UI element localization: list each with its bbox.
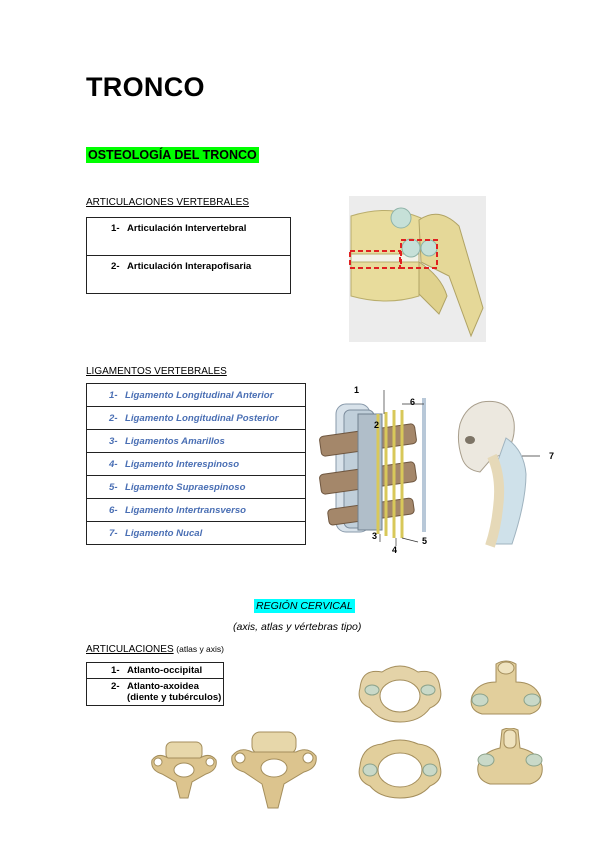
articulaciones-cervical-table: 1- Atlanto-occipital 2- Atlanto-axoidea(di… [86,662,224,706]
ligament-label-1: 1 [354,385,360,395]
row-label: Ligamento Longitudinal Anterior [125,390,274,401]
atlas-inferior-image [358,739,442,799]
table-row: 6- Ligamento Intertransverso [86,498,306,522]
region-cervical-title: REGIÓN CERVICAL [254,599,355,613]
table-row: 1- Articulación Intervertebral [86,217,291,256]
row-label-continuation: (diente y tubérculos) [127,692,222,703]
table-row: 1- Ligamento Longitudinal Anterior [86,383,306,407]
ligaments-diagram [319,390,426,546]
row-label: Ligamento Nucal [125,528,203,539]
cervical-vertebra-image-1 [151,741,217,799]
table-row: 1- Atlanto-occipital [86,662,224,679]
ligament-label-2: 2 [374,420,380,430]
page-title: TRONCO [86,72,205,102]
heading-articulaciones-vertebrales: ARTICULACIONES VERTEBRALES [86,197,250,208]
ligament-label-5: 5 [422,536,428,546]
atlas-superior-image [358,665,442,723]
row-number: 5- [109,482,118,493]
ligament-label-7: 7 [549,451,555,461]
articulaciones-vertebrales-table: 1- Articulación Intervertebral 2- Articula… [86,217,291,294]
row-label: Ligamento Supraespinoso [125,482,246,493]
region-cervical-subtitle: (axis, atlas y vértebras tipo) [233,621,362,633]
articulaciones-note: (atlas y axis) [176,644,225,654]
table-row: 2- Ligamento Longitudinal Posterior [86,406,306,430]
ligament-label-3: 3 [372,531,378,541]
row-number: 7- [109,528,118,539]
row-number: 1- [111,223,120,234]
table-row: 5- Ligamento Supraespinoso [86,475,306,499]
row-number: 3- [109,436,118,447]
axis-anterior-image [477,728,543,785]
cervical-vertebra-image-2 [231,731,317,809]
section-heading-osteologia: OSTEOLOGÍA DEL TRONCO [86,147,259,163]
ligament-label-4: 4 [392,545,398,555]
articulaciones-label: ARTICULACIONES [86,644,174,655]
row-label: Ligamento Intertransverso [125,505,247,516]
heading-articulaciones-cervical: ARTICULACIONES (atlas y axis) [86,644,224,655]
row-label: Ligamentos Amarillos [125,436,225,447]
table-row: 4- Ligamento Interespinoso [86,452,306,476]
table-row: 3- Ligamentos Amarillos [86,429,306,453]
table-row: 2- Articulación Interapofisaria [86,255,291,294]
row-label: Ligamento Interespinoso [125,459,240,470]
ligament-label-6: 6 [410,397,416,407]
table-row: 7- Ligamento Nucal [86,521,306,545]
row-label: Ligamento Longitudinal Posterior [125,413,279,424]
ligamentos-vertebrales-table: 1- Ligamento Longitudinal Anterior 2- Liga… [86,383,306,545]
axis-posterior-image [470,660,542,715]
row-label: Articulación Intervertebral [127,223,247,234]
table-row: 2- Atlanto-axoidea(diente y tubérculos) [86,678,224,706]
skull-spine-image [457,400,540,548]
row-number: 1- [111,665,120,676]
row-label: Atlanto-occipital [127,665,203,676]
row-label: Atlanto-axoidea [127,681,199,692]
row-number: 4- [109,459,118,470]
heading-ligamentos-vertebrales: LIGAMENTOS VERTEBRALES [86,366,227,377]
row-label: Articulación Interapofisaria [127,261,252,272]
row-number: 2- [109,413,118,424]
row-number: 2- [111,261,120,272]
vertebrae-lateral-image [349,196,486,342]
row-number: 6- [109,505,118,516]
row-number: 2- [111,681,120,692]
region-cervical-heading: REGIÓN CERVICAL [254,596,355,614]
row-number: 1- [109,390,118,401]
